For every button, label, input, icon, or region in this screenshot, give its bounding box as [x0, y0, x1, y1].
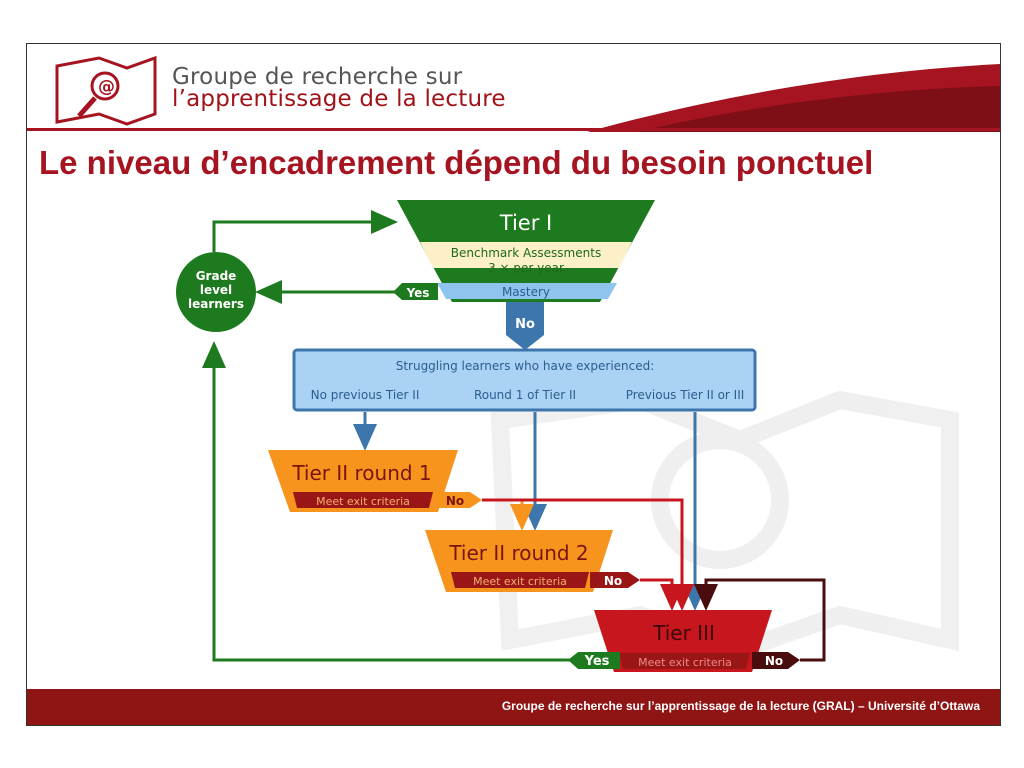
grade-level-line1: Grade — [196, 269, 237, 283]
tier2-round1-title: Tier II round 1 — [291, 461, 431, 485]
green-loop-top-connector — [212, 210, 398, 252]
grade-level-line3: learners — [188, 297, 244, 311]
tier1-benchmark-line2: 3 × per year — [488, 261, 564, 275]
page-title: Le niveau d’encadrement dépend du besoin… — [39, 144, 874, 181]
tier1-benchmark-line1: Benchmark Assessments — [451, 246, 601, 260]
tier2-round2-exit: Meet exit criteria — [473, 575, 567, 588]
slide-frame: @ Groupe de recherche sur l’apprentissag… — [26, 43, 1001, 726]
tier2-round2-no-label: No — [604, 574, 622, 588]
org-name-line1: Groupe de recherche sur — [172, 64, 463, 90]
red-connector-r1-to-tier3 — [482, 498, 694, 611]
struggling-option-no-previous: No previous Tier II — [311, 388, 420, 402]
tier1-yes-label: Yes — [406, 286, 430, 300]
tier2-round1-exit: Meet exit criteria — [316, 495, 410, 508]
tier1-no-arrow: No — [506, 302, 544, 350]
tier1-yes-tag: Yes — [393, 283, 438, 300]
red-connector-r2-to-tier3 — [640, 578, 684, 611]
struggling-option-previous: Previous Tier II or III — [626, 388, 745, 402]
tier1-no-label: No — [515, 317, 535, 332]
tier3-no-tag: No — [752, 652, 800, 669]
grade-level-learners-node: Grade level learners — [176, 252, 256, 332]
tier3-exit: Meet exit criteria — [638, 656, 732, 669]
tier3-node: Tier III Meet exit criteria — [594, 610, 772, 672]
struggling-learners-panel: Struggling learners who have experienced… — [292, 348, 757, 412]
logo-icon: @ — [55, 55, 157, 126]
tier2-round2-title: Tier II round 2 — [448, 541, 588, 565]
tier3-title: Tier III — [652, 621, 715, 645]
tier3-no-label: No — [765, 654, 783, 668]
tier2-round2-node: Tier II round 2 Meet exit criteria — [425, 530, 613, 592]
org-name-line2: l’apprentissage de la lecture — [172, 86, 506, 112]
footer-bar: Groupe de recherche sur l’apprentissage … — [27, 689, 1000, 725]
tier2-round2-no-tag: No — [590, 572, 640, 588]
tier1-node: Tier I Benchmark Assessments 3 × per yea… — [397, 200, 655, 302]
tier3-yes-label: Yes — [584, 654, 610, 669]
grade-level-line2: level — [200, 283, 232, 297]
tier2-round1-no-label: No — [446, 494, 464, 508]
tier1-mastery: Mastery — [502, 285, 550, 299]
dark-loop-tier3 — [694, 578, 826, 662]
struggling-option-round1: Round 1 of Tier II — [474, 388, 576, 402]
svg-text:@: @ — [98, 77, 115, 97]
tier3-yes-tag: Yes — [568, 652, 620, 669]
struggling-header: Struggling learners who have experienced… — [396, 359, 655, 373]
footer-text: Groupe de recherche sur l’apprentissage … — [501, 699, 980, 713]
tier2-round1-node: Tier II round 1 Meet exit criteria — [268, 450, 458, 512]
tier2-round1-no-tag: No — [434, 492, 482, 508]
header-band: @ — [27, 55, 1000, 132]
tier1-title: Tier I — [499, 211, 552, 235]
green-loop-bottom-connector — [202, 341, 580, 662]
